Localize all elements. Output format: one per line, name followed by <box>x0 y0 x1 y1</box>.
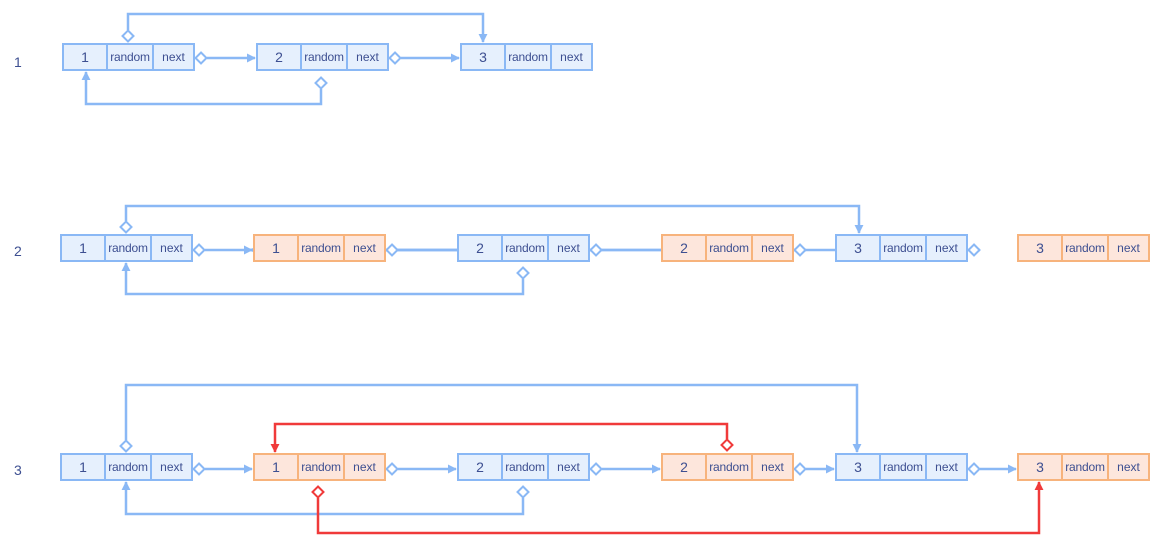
next-field: next <box>547 236 588 260</box>
node-value: 1 <box>272 240 280 256</box>
random-field: random <box>1061 236 1107 260</box>
node-3-copy[interactable]: 3 random next <box>1017 234 1150 262</box>
random-field: random <box>297 236 343 260</box>
random-link <box>121 481 525 516</box>
node-value: 1 <box>272 459 280 475</box>
copy-random-pointer-origin <box>311 485 325 499</box>
random-pointer-origin <box>314 76 328 90</box>
row-label-3: 3 <box>14 462 22 478</box>
node-1-copy[interactable]: 1 random next <box>253 453 386 481</box>
next-pointer-origin <box>385 462 399 476</box>
random-field: random <box>501 236 547 260</box>
next-field: next <box>150 455 191 479</box>
next-field: next <box>547 455 588 479</box>
next-pointer-origin <box>192 462 206 476</box>
node-value: 2 <box>680 459 688 475</box>
random-pointer-origin <box>119 220 133 234</box>
node-2-copy[interactable]: 2 random next <box>661 453 794 481</box>
next-field: next <box>1107 455 1148 479</box>
copy-random-link <box>316 481 1044 535</box>
node-2-original[interactable]: 2 random next <box>256 43 389 71</box>
random-link <box>124 383 862 453</box>
random-field: random <box>705 236 751 260</box>
next-pointer-origin <box>385 243 399 257</box>
random-field: random <box>879 236 925 260</box>
next-pointer-origin <box>192 243 206 257</box>
node-value: 3 <box>854 459 862 475</box>
random-field: random <box>297 455 343 479</box>
random-field: random <box>106 45 152 69</box>
next-field: next <box>346 45 387 69</box>
node-3-copy[interactable]: 3 random next <box>1017 453 1150 481</box>
node-3-original[interactable]: 3 random next <box>460 43 593 71</box>
next-pointer-origin <box>388 51 402 65</box>
node-2-original[interactable]: 2 random next <box>457 453 590 481</box>
next-pointer-origin <box>793 243 807 257</box>
next-pointer-origin <box>967 462 981 476</box>
random-pointer-origin <box>516 485 530 499</box>
node-1-original[interactable]: 1 random next <box>62 43 195 71</box>
random-field: random <box>501 455 547 479</box>
next-pointer-origin <box>589 243 603 257</box>
node-value: 3 <box>1036 459 1044 475</box>
random-pointer-origin <box>516 266 530 280</box>
node-2-original[interactable]: 2 random next <box>457 234 590 262</box>
random-field: random <box>104 455 150 479</box>
next-field: next <box>152 45 193 69</box>
node-value: 1 <box>79 459 87 475</box>
next-field: next <box>925 236 966 260</box>
node-3-original[interactable]: 3 random next <box>835 234 968 262</box>
node-2-copy[interactable]: 2 random next <box>661 234 794 262</box>
next-field: next <box>343 236 384 260</box>
node-value: 1 <box>79 240 87 256</box>
random-field: random <box>1061 455 1107 479</box>
node-1-original[interactable]: 1 random next <box>60 453 193 481</box>
next-pointer-origin <box>194 51 208 65</box>
random-link <box>126 12 488 43</box>
random-field: random <box>879 455 925 479</box>
node-value: 2 <box>476 240 484 256</box>
next-field: next <box>751 455 792 479</box>
next-field: next <box>925 455 966 479</box>
row-label-2: 2 <box>14 243 22 259</box>
random-link <box>124 204 864 234</box>
pointer-origins <box>119 29 981 499</box>
random-field: random <box>104 236 150 260</box>
node-value: 3 <box>1036 240 1044 256</box>
node-value: 3 <box>854 240 862 256</box>
node-value: 3 <box>479 49 487 65</box>
copy-random-link <box>270 422 729 453</box>
next-field: next <box>1107 236 1148 260</box>
node-1-copy[interactable]: 1 random next <box>253 234 386 262</box>
next-field: next <box>751 236 792 260</box>
random-link <box>81 71 323 106</box>
node-1-original[interactable]: 1 random next <box>60 234 193 262</box>
next-pointer-origin <box>967 243 981 257</box>
next-pointer-origin <box>589 462 603 476</box>
node-value: 2 <box>476 459 484 475</box>
row-label-1: 1 <box>14 54 22 70</box>
random-link <box>121 262 525 296</box>
copy-random-pointer-origin <box>720 438 734 452</box>
next-field: next <box>150 236 191 260</box>
next-field: next <box>343 455 384 479</box>
random-pointer-origin <box>121 29 135 43</box>
node-value: 2 <box>680 240 688 256</box>
node-3-original[interactable]: 3 random next <box>835 453 968 481</box>
random-field: random <box>705 455 751 479</box>
node-value: 1 <box>81 49 89 65</box>
random-field: random <box>504 45 550 69</box>
next-field: next <box>550 45 591 69</box>
node-value: 2 <box>275 49 283 65</box>
next-pointer-origin <box>793 462 807 476</box>
random-field: random <box>300 45 346 69</box>
random-pointer-origin <box>119 439 133 453</box>
